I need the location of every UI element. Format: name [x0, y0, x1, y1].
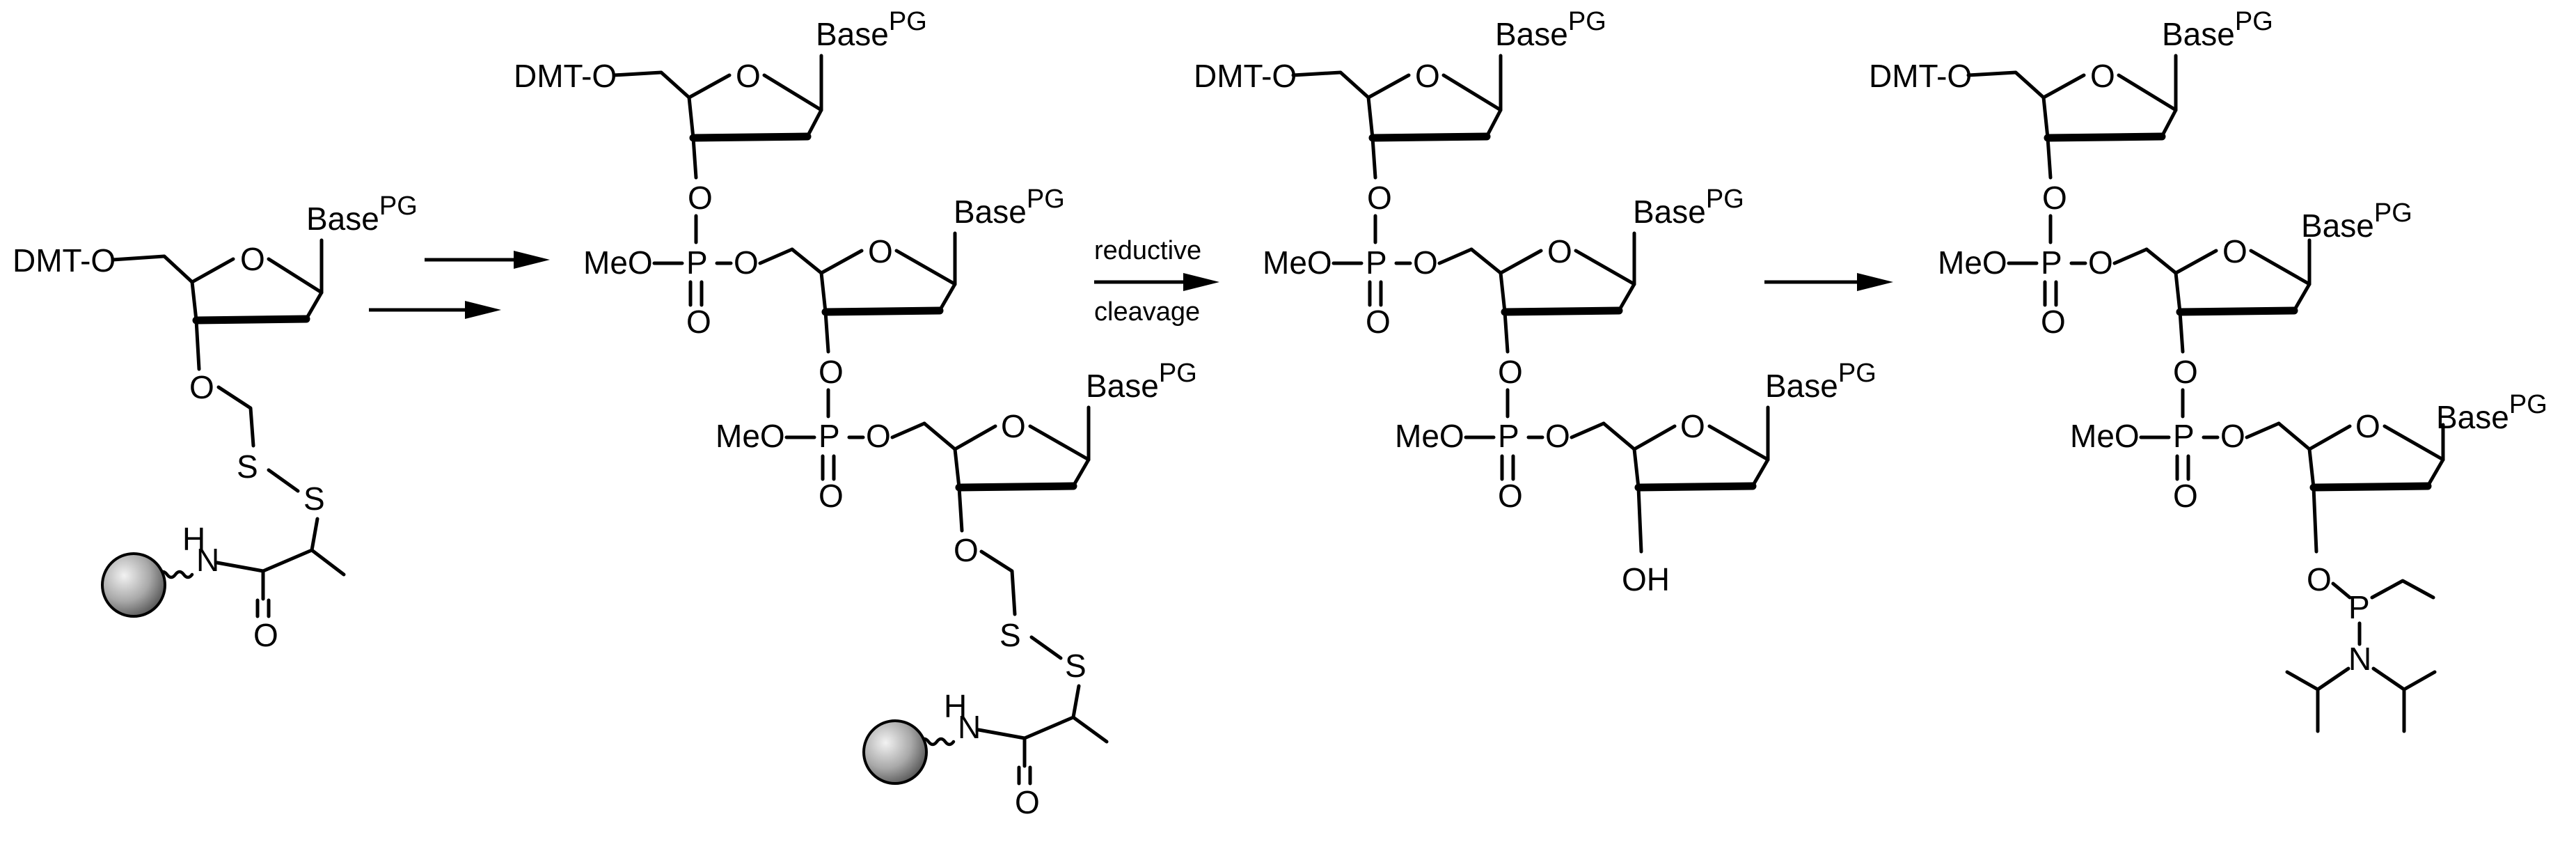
n-label: N — [196, 542, 219, 578]
phosphoramidite-trimer: DMT-O O BasePG O MeO P O O O BasePG O Me… — [1869, 7, 2547, 733]
amine-nitrogen: N — [2348, 641, 2371, 677]
base-label-4a: BasePG — [2162, 7, 2273, 52]
phosphorus-2a: P — [686, 244, 708, 281]
support-bound-nucleoside: DMT-O O BasePG O S S H N O — [13, 192, 418, 653]
ring-oxygen-3c: O — [1680, 408, 1705, 444]
ester-oxygen-2b: O — [734, 244, 759, 281]
phosphorus-4a: P — [2041, 244, 2062, 281]
meo-label-4b: MeO — [2070, 418, 2140, 454]
sulfur-1: S — [237, 448, 258, 485]
ester-oxygen-4a: O — [2042, 180, 2067, 216]
phosphoryl-oxygen-4a: O — [2041, 304, 2066, 340]
dmt-o-label-4: DMT-O — [1869, 58, 1972, 94]
ester-oxygen-2e: O — [954, 532, 979, 568]
phosphorus-3a: P — [1366, 244, 1387, 281]
dmt-o-label: DMT-O — [13, 242, 116, 279]
phosphoryl-oxygen-4b: O — [2173, 478, 2198, 514]
meo-label-3a: MeO — [1263, 244, 1332, 281]
dmt-o-label-3: DMT-O — [1194, 58, 1297, 94]
ester-oxygen-4b: O — [2088, 244, 2113, 281]
ring-oxygen: O — [240, 241, 265, 277]
phosphorus-4c: P — [2348, 589, 2370, 625]
wavy-bond-2 — [918, 737, 956, 747]
carbonyl-oxygen: O — [253, 617, 278, 653]
dmt-o-label-2: DMT-O — [514, 58, 617, 94]
ring-oxygen-4b: O — [2222, 233, 2247, 270]
base-label-4c: BasePG — [2436, 390, 2547, 435]
ester-oxygen-2d: O — [866, 418, 891, 454]
phosphorus-4b: P — [2173, 418, 2195, 454]
reagent-label-line2: cleavage — [1094, 297, 1200, 327]
phosphoryl-oxygen-3a: O — [1366, 304, 1391, 340]
ester-oxygen-3a: O — [1367, 180, 1392, 216]
sulfur-4: S — [1065, 648, 1086, 684]
ester-oxygen-3c: O — [1498, 354, 1523, 390]
wavy-bond — [157, 570, 194, 579]
reductive-cleavage-arrow: reductive cleavage — [1094, 236, 1219, 327]
base-label-4b: BasePG — [2301, 198, 2412, 244]
meo-label-4a: MeO — [1938, 244, 2007, 281]
base-label-2b: BasePG — [954, 185, 1065, 230]
phosphoryl-oxygen-3b: O — [1498, 478, 1523, 514]
meo-label-2b: MeO — [716, 418, 785, 454]
n-label-2: N — [958, 709, 981, 745]
ring-oxygen-2b: O — [868, 233, 893, 270]
ester-oxygen-4e: O — [2307, 561, 2332, 598]
solid-support-bead-2 — [862, 719, 928, 785]
phosphorus-3b: P — [1498, 418, 1519, 454]
ring-oxygen-2a: O — [736, 58, 761, 94]
meo-label-3b: MeO — [1395, 418, 1464, 454]
base-label-2c: BasePG — [1086, 359, 1197, 404]
two-step-arrows — [369, 251, 550, 319]
phosphoryl-oxygen-2b: O — [819, 478, 844, 514]
base-label-3a: BasePG — [1495, 7, 1606, 52]
base-label-3b: BasePG — [1633, 185, 1744, 230]
base-label-2a: BasePG — [816, 7, 927, 52]
ring-oxygen-2c: O — [1001, 408, 1026, 444]
base-label: BasePG — [306, 192, 418, 237]
meo-label-2a: MeO — [583, 244, 653, 281]
ester-oxygen-4c: O — [2173, 354, 2198, 390]
released-trimer: DMT-O O BasePG O MeO P O O O BasePG O Me… — [1194, 7, 1876, 598]
ring-oxygen-3b: O — [1547, 233, 1572, 270]
sulfur-3: S — [999, 617, 1021, 653]
nh-label: H — [182, 521, 205, 557]
ester-oxygen-4d: O — [2220, 418, 2245, 454]
ester-oxygen-2c: O — [819, 354, 844, 390]
hydroxyl-label: OH — [1622, 561, 1670, 598]
base-label-3c: BasePG — [1765, 359, 1876, 404]
solid-support-bead — [101, 552, 166, 618]
phosphoryl-oxygen-2a: O — [686, 304, 711, 340]
reagent-label-line1: reductive — [1094, 236, 1201, 265]
ring-oxygen-4c: O — [2355, 408, 2380, 444]
carbonyl-oxygen-2: O — [1015, 784, 1040, 820]
ester-oxygen: O — [189, 369, 214, 405]
ester-oxygen-2a: O — [688, 180, 713, 216]
sulfur-2: S — [303, 481, 325, 517]
nh-label-2: H — [944, 688, 967, 724]
phosphorus-2b: P — [819, 418, 840, 454]
ester-oxygen-3b: O — [1413, 244, 1438, 281]
support-bound-trimer: DMT-O O BasePG O MeO P O O O BasePG O Me… — [514, 7, 1197, 820]
ring-oxygen-4a: O — [2090, 58, 2115, 94]
ester-oxygen-3d: O — [1545, 418, 1570, 454]
ring-oxygen-3a: O — [1415, 58, 1440, 94]
phosphitylation-arrow — [1764, 273, 1893, 291]
